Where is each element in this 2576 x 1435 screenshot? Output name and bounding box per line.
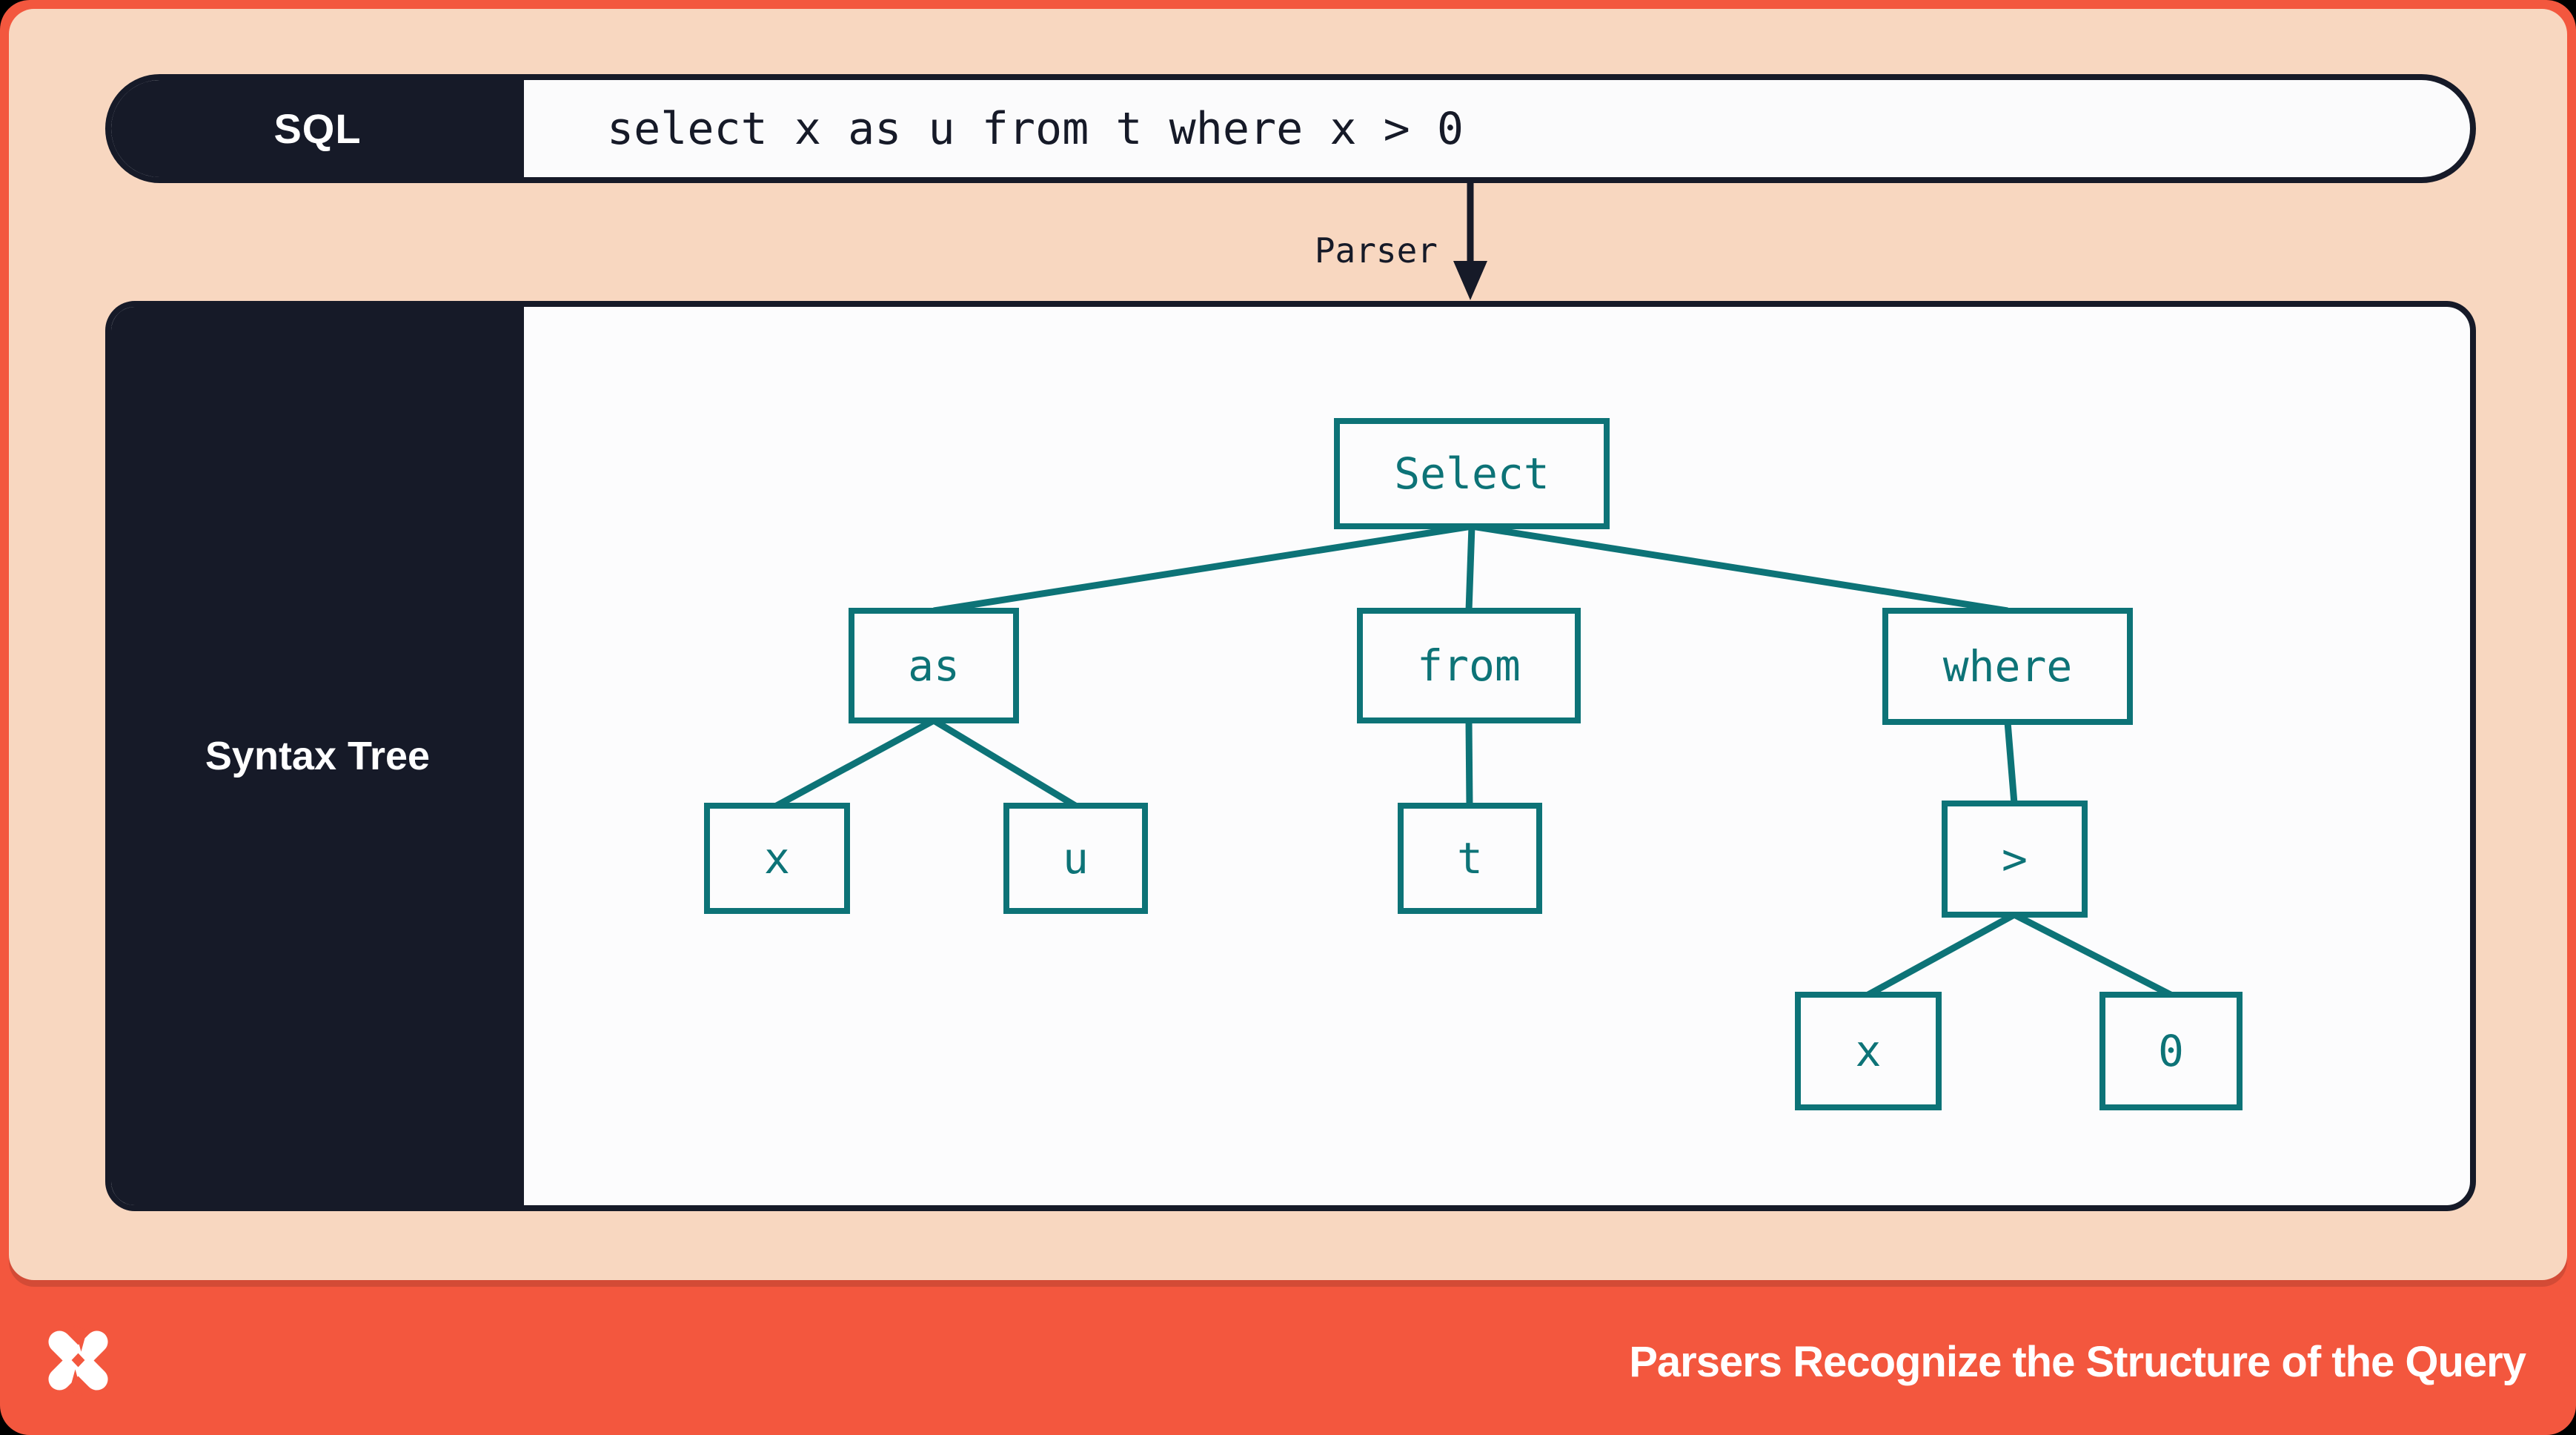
sql-input-bar: SQL select x as u from t where x > 0	[105, 74, 2476, 183]
tree-node-u: u	[1003, 803, 1148, 914]
tree-node-x-alias: x	[704, 803, 850, 914]
tree-node-t: t	[1398, 803, 1542, 914]
tree-node-where: where	[1882, 608, 2133, 725]
parser-label: Parser	[1314, 231, 1438, 271]
four-point-star-logo-icon	[48, 1325, 108, 1396]
syntax-tree-box: Syntax Tree	[105, 301, 2476, 1211]
footer-caption: Parsers Recognize the Structure of the Q…	[1629, 1338, 2526, 1386]
tree-node-zero: 0	[2099, 992, 2243, 1110]
sql-tag: SQL	[111, 80, 524, 177]
tree-node-as: as	[849, 608, 1019, 723]
tree-node-greater-than: >	[1942, 801, 2088, 918]
sql-query-text: select x as u from t where x > 0	[607, 102, 1464, 155]
tree-node-x-operand: x	[1795, 992, 1942, 1110]
tree-node-from: from	[1357, 608, 1581, 723]
syntax-tree-tag: Syntax Tree	[111, 307, 524, 1205]
tree-node-select: Select	[1334, 418, 1610, 529]
